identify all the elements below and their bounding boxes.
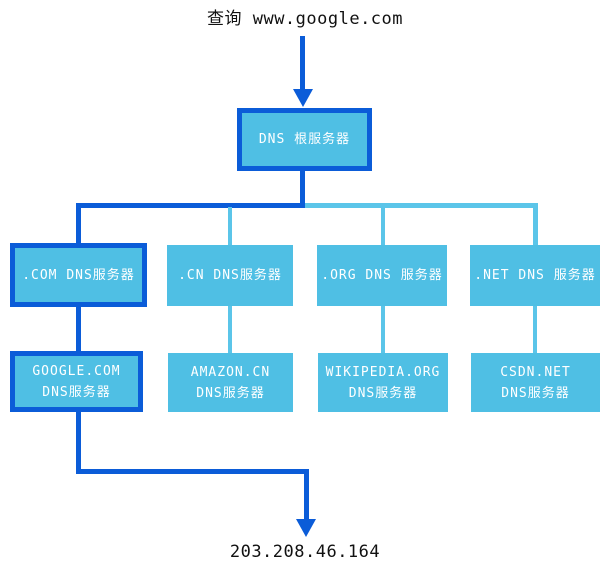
- node-tld-net: .NET DNS 服务器: [470, 245, 600, 306]
- query-arrow-shaft: [300, 36, 305, 91]
- result-ip-label: 203.208.46.164: [229, 542, 381, 562]
- node-auth-wikipedia-line1: WIKIPEDIA.ORG: [325, 364, 441, 380]
- result-arrow-shaft: [304, 469, 309, 521]
- node-tld-org: .ORG DNS 服务器: [317, 245, 447, 306]
- connector-org-wikipedia: [381, 306, 385, 353]
- node-tld-org-label: .ORG DNS 服务器: [321, 268, 443, 283]
- node-dns-root: DNS 根服务器: [237, 108, 372, 171]
- node-auth-csdn: CSDN.NET DNS服务器: [471, 353, 600, 412]
- connector-drop-cn: [228, 207, 232, 245]
- node-tld-cn-label: .CN DNS服务器: [178, 268, 282, 283]
- node-auth-csdn-line2: DNS服务器: [501, 385, 570, 401]
- query-label: 查询 www.google.com: [206, 9, 404, 29]
- connector-com-google: [76, 307, 81, 351]
- node-auth-amazon: AMAZON.CN DNS服务器: [168, 353, 293, 412]
- node-auth-google-line1: GOOGLE.COM: [32, 363, 121, 379]
- connector-cn-amazon: [228, 306, 232, 353]
- node-auth-google: GOOGLE.COM DNS服务器: [10, 351, 143, 412]
- node-tld-net-label: .NET DNS 服务器: [474, 268, 596, 283]
- connector-drop-org: [381, 207, 385, 245]
- node-dns-root-label: DNS 根服务器: [258, 132, 351, 147]
- node-auth-amazon-line1: AMAZON.CN: [190, 364, 271, 380]
- node-auth-google-line2: DNS服务器: [42, 384, 111, 400]
- connector-drop-com: [76, 203, 81, 243]
- node-auth-wikipedia-line2: DNS服务器: [348, 385, 418, 401]
- result-path-across: [76, 469, 309, 474]
- connector-root-down: [300, 171, 305, 205]
- node-auth-amazon-line2: DNS服务器: [196, 385, 265, 401]
- connector-bus-right: [305, 203, 538, 208]
- connector-drop-net: [533, 203, 538, 245]
- node-auth-wikipedia: WIKIPEDIA.ORG DNS服务器: [318, 353, 448, 412]
- node-tld-com-label: .COM DNS服务器: [22, 267, 135, 283]
- node-tld-com: .COM DNS服务器: [10, 243, 147, 307]
- query-arrow-down-icon: [293, 89, 313, 107]
- node-auth-csdn-line1: CSDN.NET: [500, 364, 571, 380]
- node-tld-cn: .CN DNS服务器: [167, 245, 293, 306]
- connector-net-csdn: [533, 306, 537, 353]
- connector-bus-left-highlight: [76, 203, 305, 208]
- result-arrow-down-icon: [296, 519, 316, 537]
- result-path-down: [76, 412, 81, 474]
